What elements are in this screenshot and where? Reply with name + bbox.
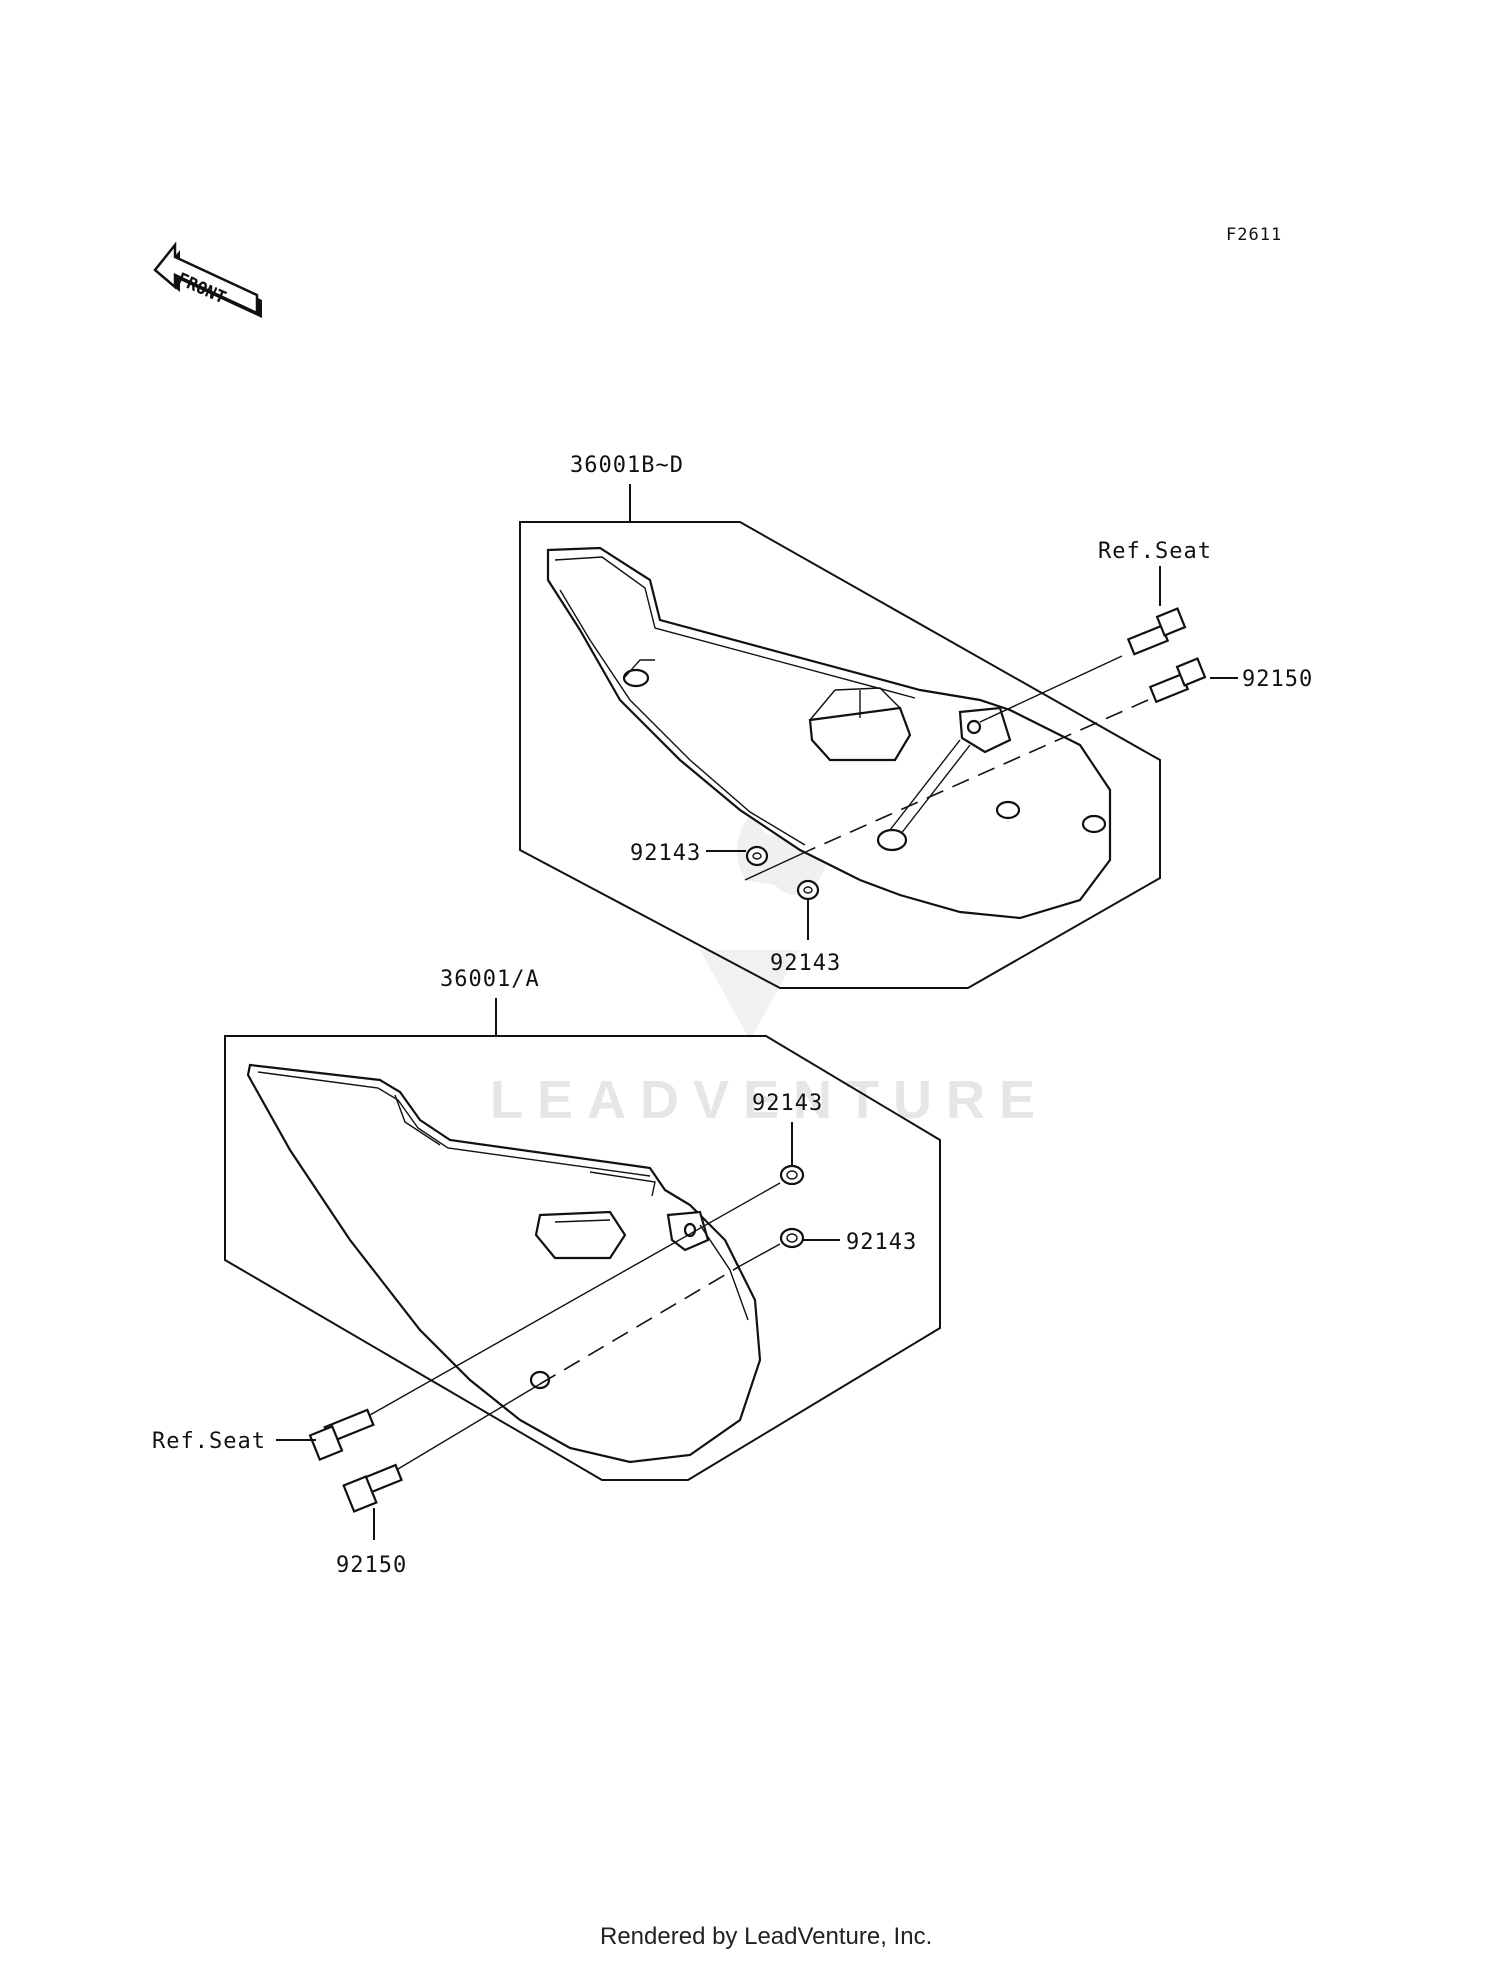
lower-bolt-92150	[342, 1463, 403, 1513]
lower-ref-seat-label: Ref.Seat	[152, 1429, 266, 1454]
upper-frame	[519, 521, 1161, 989]
lower-assembly: 36001/A 92143 92143	[152, 967, 941, 1578]
upper-washer-2	[796, 879, 820, 901]
lower-cover-part-label: 36001/A	[440, 967, 540, 992]
upper-collar-1-label: 92143	[630, 841, 701, 866]
upper-ref-bolt-leader	[979, 655, 1123, 723]
upper-collar-2-label: 92143	[770, 951, 841, 976]
footer-credit: Rendered by LeadVenture, Inc.	[600, 1923, 932, 1950]
upper-bolt-path	[809, 699, 1149, 851]
watermark-text: LEADVENTURE	[490, 1070, 1049, 1130]
upper-bolt-92150	[1148, 657, 1207, 704]
lower-bolt-path	[539, 1265, 741, 1385]
lower-washer-2	[779, 1227, 805, 1249]
lower-ref-bolt	[308, 1408, 375, 1461]
lower-frame	[224, 1035, 941, 1481]
lower-bolt-part-label: 92150	[336, 1553, 407, 1578]
upper-ref-bolt	[1126, 607, 1187, 656]
lower-collar-1-label: 92143	[752, 1091, 823, 1116]
lower-collar-2-label: 92143	[846, 1230, 917, 1255]
lower-washer-1	[779, 1164, 805, 1186]
upper-washer-1	[745, 845, 769, 867]
front-arrow-icon: FRONT	[153, 241, 262, 318]
diagram-code: F2611	[1226, 225, 1282, 245]
upper-cover-part-label: 36001B~D	[570, 453, 684, 478]
upper-ref-seat-label: Ref.Seat	[1098, 539, 1212, 564]
upper-assembly: 36001B~D Ref.Seat	[519, 453, 1313, 989]
upper-bolt-part-label: 92150	[1242, 667, 1313, 692]
lower-ref-bolt-leader	[369, 1182, 781, 1416]
upper-side-cover	[546, 546, 1112, 920]
